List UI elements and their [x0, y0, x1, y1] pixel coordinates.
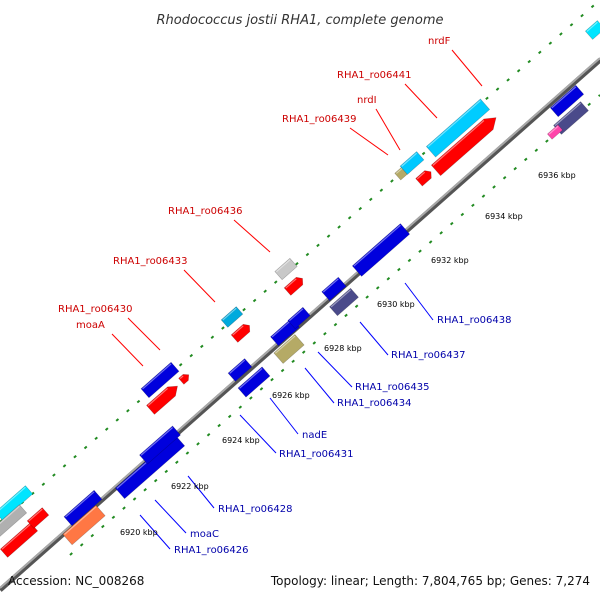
genome-backbone [0, 58, 600, 592]
ro06437-blue-bar [321, 276, 347, 302]
forward-gene-label[interactable]: nrdF [428, 36, 451, 47]
ro06438-blue-bar [351, 223, 411, 277]
scale-tick-label: 6920 kbp [120, 528, 158, 537]
scale-tick-label: 6924 kbp [222, 436, 260, 445]
top-right-blue-bar [549, 84, 585, 118]
reverse-gene-label[interactable]: RHA1_ro06437 [391, 350, 466, 361]
forward-leader-line [233, 219, 271, 253]
forward-tick-row [0, 0, 600, 523]
moaA-blue-bar [140, 361, 180, 399]
scale-tick-label: 6932 kbp [431, 256, 469, 265]
genome-summary-text: Topology: linear; Length: 7,804,765 bp; … [270, 574, 590, 588]
nrdF-red-bar [430, 117, 497, 177]
red-bar-left-edge-a [0, 522, 39, 558]
ro06426-orange-bar [62, 504, 106, 546]
reverse-leader-line [239, 414, 277, 454]
nadE-blue-bar [237, 366, 271, 398]
reverse-leader-line [139, 514, 171, 550]
features-layer [0, 20, 600, 558]
reverse-gene-label[interactable]: RHA1_ro06438 [437, 315, 512, 326]
forward-gene-label[interactable]: nrdI [357, 95, 377, 106]
ro06428-blue-bar [139, 425, 181, 465]
cyan-bar-left-edge [0, 485, 34, 521]
forward-leader-line [127, 317, 161, 351]
reverse-leader-line [154, 499, 187, 534]
nrdI-red-bar [415, 170, 432, 187]
reverse-leader-line [269, 397, 299, 435]
forward-leader-line [183, 269, 216, 303]
forward-leader-line [111, 333, 144, 367]
reverse-gene-label[interactable]: RHA1_ro06434 [337, 398, 412, 409]
reverse-leader-line [317, 351, 353, 388]
ro06435-blue-bar [287, 306, 311, 330]
ro06436-gray-bar [274, 257, 298, 281]
tick-labels-layer: 6920 kbp 6922 kbp 6924 kbp 6926 kbp 6928 kbp… [120, 171, 576, 537]
ro06433-red-bar [230, 323, 251, 343]
gray-bar-left-edge [0, 504, 28, 540]
forward-leader-line [404, 83, 438, 119]
forward-gene-label[interactable]: RHA1_ro06433 [113, 256, 188, 267]
ro06441-cyan-bar [399, 151, 425, 175]
ro06426-blue-bar [63, 489, 103, 527]
ro06433-cyan-bar [220, 306, 244, 328]
forward-leader-line [349, 127, 389, 156]
reverse-gene-label[interactable]: moaC [190, 529, 219, 540]
reverse-leader-line [404, 282, 434, 321]
leaders-layer [111, 49, 483, 550]
forward-leader-line [375, 108, 401, 151]
scale-tick-label: 6936 kbp [538, 171, 576, 180]
reverse-gene-label[interactable]: RHA1_ro06426 [174, 545, 249, 556]
forward-gene-label[interactable]: RHA1_ro06439 [282, 114, 357, 125]
reverse-gene-label[interactable]: RHA1_ro06428 [218, 504, 293, 515]
ro06436-red-bar [283, 276, 304, 296]
reverse-tick-row [69, 94, 600, 556]
ro06434-olive-bar [273, 334, 305, 364]
reverse-leader-line [187, 475, 215, 509]
reverse-leader-line [304, 367, 335, 404]
scale-tick-label: 6928 kbp [324, 344, 362, 353]
accession-text: Accession: NC_008268 [8, 574, 144, 588]
gene-labels-layer: nrdF RHA1_ro06441 nrdIRHA1_ro06439RHA1_ro0… [58, 36, 512, 556]
moaA-red-bar [146, 385, 178, 415]
forward-gene-label[interactable]: RHA1_ro06441 [337, 70, 412, 81]
scale-tick-label: 6930 kbp [377, 300, 415, 309]
forward-leader-line [451, 49, 483, 87]
ro06431-blue-bar-a [227, 358, 253, 382]
top-right-pink-bar [547, 124, 563, 140]
red-bar-left-edge-b [26, 507, 50, 529]
top-right-cyan-bar [584, 20, 600, 40]
forward-gene-label[interactable]: RHA1_ro06436 [168, 206, 243, 217]
map-title: Rhodococcus jostii RHA1, complete genome [157, 13, 444, 28]
reverse-gene-label[interactable]: RHA1_ro06435 [355, 382, 430, 393]
ro06437-navy-bar [329, 287, 359, 317]
forward-gene-label[interactable]: moaA [76, 320, 105, 331]
reverse-leader-line [359, 321, 389, 356]
ro06430-red-arrow [178, 374, 190, 385]
reverse-gene-label[interactable]: RHA1_ro06431 [279, 449, 354, 460]
forward-gene-label[interactable]: RHA1_ro06430 [58, 304, 133, 315]
scale-tick-label: 6922 kbp [171, 482, 209, 491]
scale-tick-label: 6926 kbp [272, 391, 310, 400]
nrdF-cyan-bar [425, 98, 491, 158]
scale-tick-label: 6934 kbp [485, 212, 523, 221]
reverse-gene-label[interactable]: nadE [302, 430, 327, 441]
